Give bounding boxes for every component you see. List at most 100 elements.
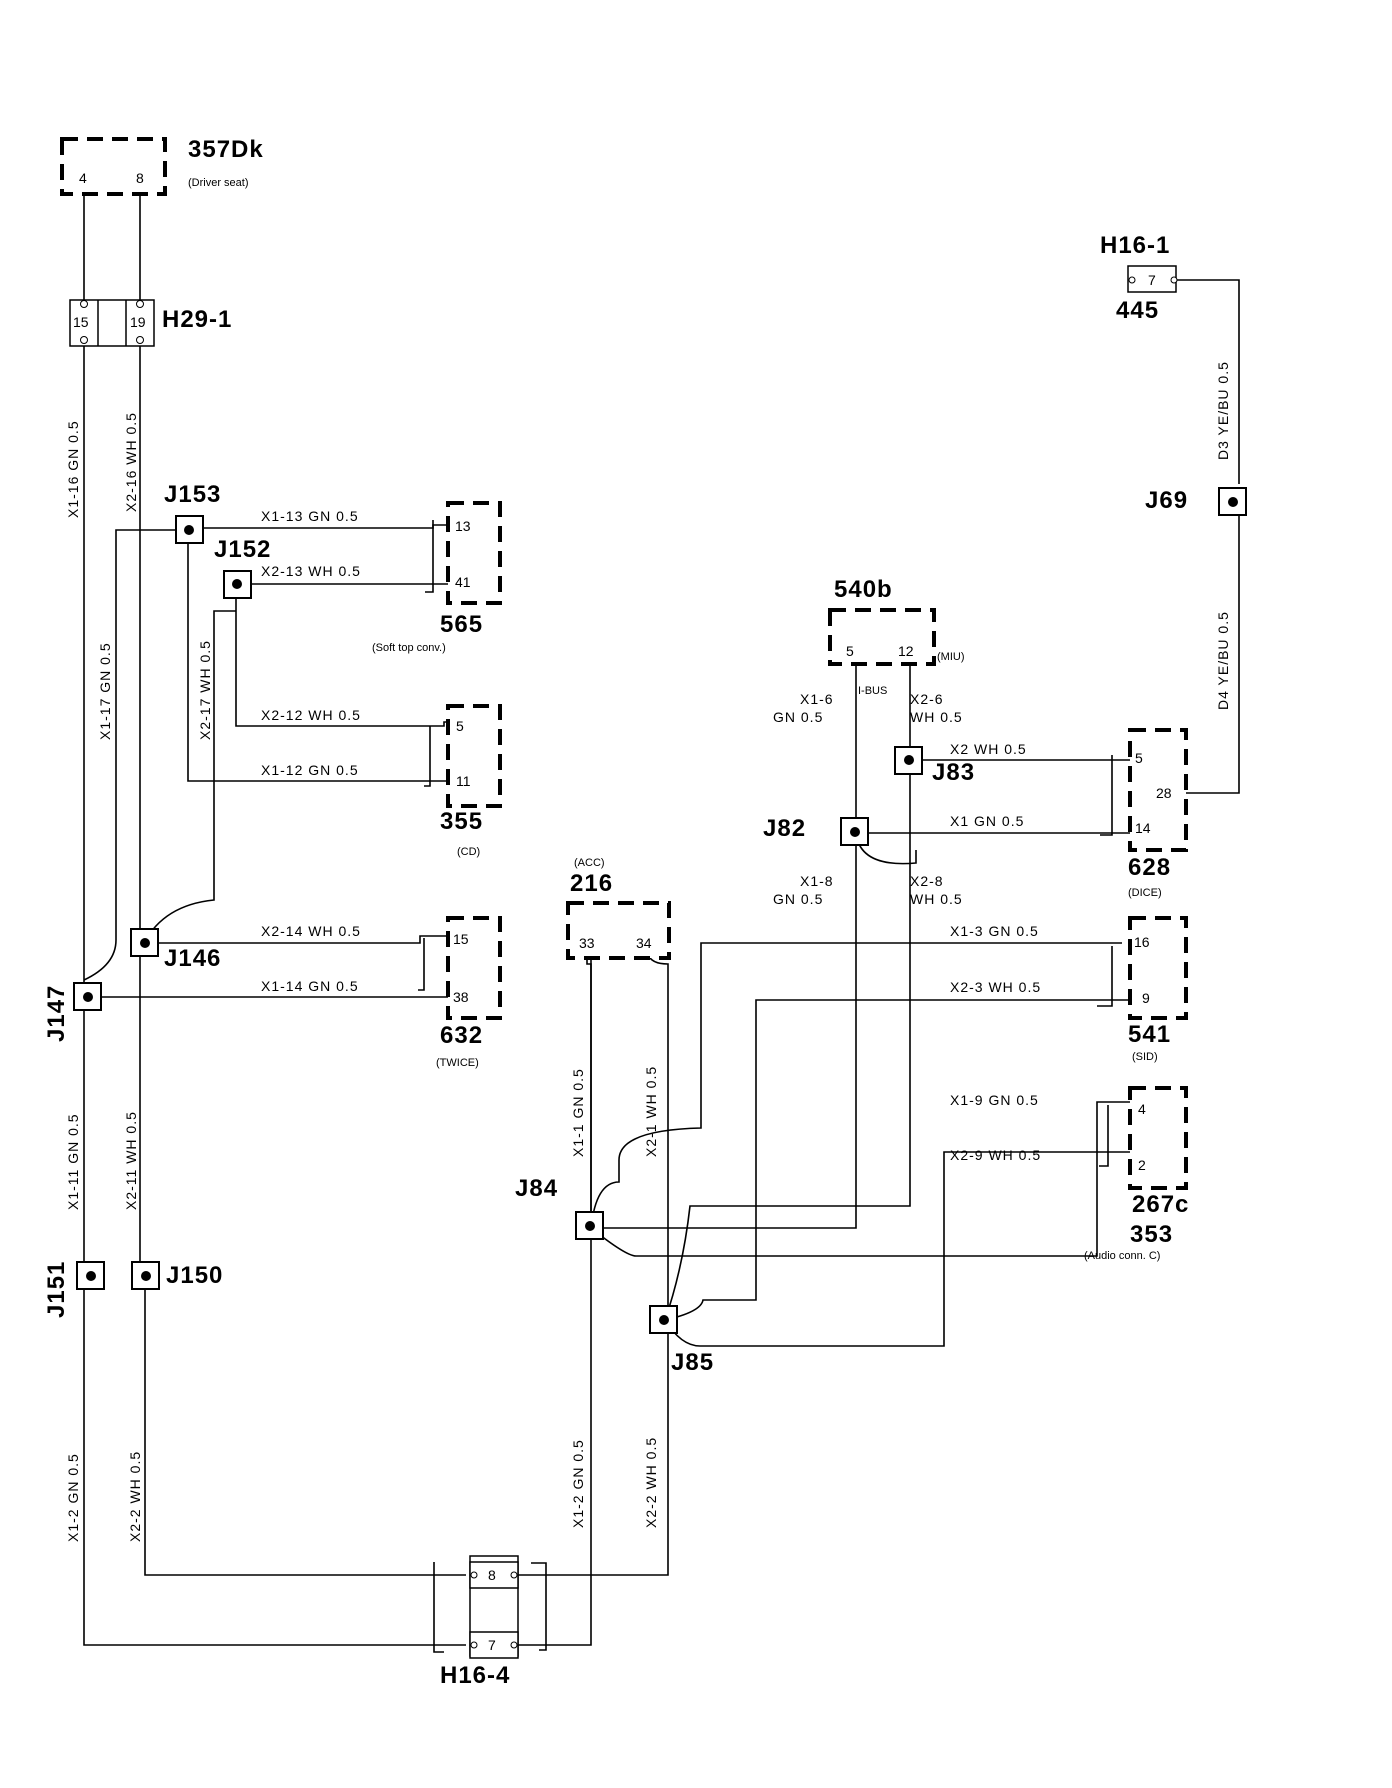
wire-label: GN 0.5 <box>773 709 823 725</box>
junctions: J153 J152 J146 J147 J151 J150 J84 J85 <box>43 481 1247 1376</box>
wire-label: X1-1 GN 0.5 <box>570 1068 586 1157</box>
svg-text:J152: J152 <box>214 536 271 563</box>
connector-sub: 445 <box>1116 297 1159 324</box>
pin-label: 9 <box>1142 990 1150 1006</box>
connector-H16-4: 8 7 H16-4 <box>440 1555 519 1689</box>
component-desc: (DICE) <box>1128 887 1162 899</box>
component-desc: (CD) <box>457 846 480 858</box>
svg-text:J146: J146 <box>164 945 221 972</box>
wire-label: X1-16 GN 0.5 <box>65 420 81 518</box>
junction-J146: J146 <box>130 928 221 972</box>
wire-label: X1-11 GN 0.5 <box>65 1113 81 1210</box>
component-565: 13 41 565 (Soft top conv.) <box>372 501 502 654</box>
pin-label: 7 <box>488 1637 496 1653</box>
wire-label: X1-2 GN 0.5 <box>65 1453 81 1542</box>
wire-label: X1-9 GN 0.5 <box>950 1092 1039 1108</box>
junction-J85: J85 <box>649 1305 714 1376</box>
wire-label: X2 WH 0.5 <box>950 741 1027 757</box>
wire-label: X2-8 <box>910 873 944 889</box>
component-353: 4 2 267c 353 (Audio conn. C) <box>1084 1086 1189 1262</box>
pin-label: 8 <box>136 170 144 186</box>
component-355: 5 11 355 (CD) <box>440 704 502 858</box>
wire-label: GN 0.5 <box>773 891 823 907</box>
wire-label: WH 0.5 <box>910 891 963 907</box>
component-desc: (TWICE) <box>436 1057 479 1069</box>
component-632: 15 38 632 (TWICE) <box>436 916 502 1069</box>
wire-label: D3 YE/BU 0.5 <box>1215 361 1231 460</box>
component-id: 267c <box>1132 1191 1189 1218</box>
svg-text:J69: J69 <box>1145 487 1188 514</box>
svg-text:J153: J153 <box>164 481 221 508</box>
wire-label: X2-2 WH 0.5 <box>127 1451 143 1542</box>
wire-label: X2-13 WH 0.5 <box>261 563 361 579</box>
component-540b: 5 12 540b (MIU) I-BUS <box>828 576 965 697</box>
pin-label: 4 <box>79 170 87 186</box>
wire-label: X2-17 WH 0.5 <box>197 640 213 740</box>
connector-H29-1: 15 19 H29-1 <box>69 299 231 347</box>
wire-label: X1-14 GN 0.5 <box>261 978 359 994</box>
component-357Dk: 4 8 357Dk (Driver seat) <box>60 136 264 196</box>
pin-label: 5 <box>1135 750 1143 766</box>
pin-label: 2 <box>1138 1157 1146 1173</box>
component-541: 16 9 541 (SID) <box>1128 916 1188 1063</box>
component-id: 540b <box>834 576 893 603</box>
svg-text:J151: J151 <box>43 1261 70 1318</box>
pin-label: 15 <box>73 314 89 330</box>
svg-text:J82: J82 <box>763 815 806 842</box>
wire-labels: X1-16 GN 0.5 X2-16 WH 0.5 X1-17 GN 0.5 X… <box>65 361 1231 1542</box>
pin-label: 11 <box>456 773 471 789</box>
pin-label: 5 <box>456 718 464 734</box>
junction-J151: J151 <box>43 1261 105 1318</box>
junction-J83: J83 <box>894 746 975 786</box>
component-628: 5 28 14 628 (DICE) <box>1128 728 1188 899</box>
connector-id: H16-1 <box>1100 232 1170 259</box>
component-desc: (Audio conn. C) <box>1084 1250 1160 1262</box>
wire-label: X1-17 GN 0.5 <box>97 642 113 740</box>
pin-label: 28 <box>1156 785 1172 801</box>
bus-label: I-BUS <box>858 685 887 697</box>
junction-J152: J152 <box>214 536 271 599</box>
junction-J147: J147 <box>43 982 102 1042</box>
pin-label: 19 <box>130 314 146 330</box>
pin-label: 16 <box>1134 934 1150 950</box>
wire-label: X1 GN 0.5 <box>950 813 1024 829</box>
wire-label: X2-6 <box>910 691 944 707</box>
pin-label: 4 <box>1138 1101 1146 1117</box>
component-desc: (SID) <box>1132 1051 1158 1063</box>
svg-text:J85: J85 <box>671 1349 714 1376</box>
connector-H16-1: 7 H16-1 445 <box>1100 232 1178 324</box>
pin-label: 15 <box>453 931 469 947</box>
wire-label: X2-2 WH 0.5 <box>643 1437 659 1528</box>
pin-label: 38 <box>453 989 469 1005</box>
svg-text:J84: J84 <box>515 1175 558 1202</box>
pin-label: 33 <box>579 935 595 951</box>
wire-label: X2-12 WH 0.5 <box>261 707 361 723</box>
wire-label: X2-16 WH 0.5 <box>123 412 139 512</box>
pin-label: 12 <box>898 643 914 659</box>
svg-text:J150: J150 <box>166 1262 223 1289</box>
junction-J69: J69 <box>1145 487 1247 516</box>
wire-label: X1-13 GN 0.5 <box>261 508 359 524</box>
component-desc: (MIU) <box>937 651 965 663</box>
component-id: 357Dk <box>188 136 264 163</box>
wire-label: X2-3 WH 0.5 <box>950 979 1041 995</box>
pin-label: 5 <box>846 643 854 659</box>
pin-label: 13 <box>455 518 471 534</box>
svg-text:J147: J147 <box>43 985 70 1042</box>
wire-label: X1-2 GN 0.5 <box>570 1439 586 1528</box>
component-desc: (Driver seat) <box>188 177 249 189</box>
svg-text:J83: J83 <box>932 759 975 786</box>
pin-label: 7 <box>1148 272 1156 288</box>
connector-id: H16-4 <box>440 1662 510 1689</box>
wire-label: X2-1 WH 0.5 <box>643 1066 659 1157</box>
component-id: 628 <box>1128 854 1171 881</box>
component-id: 355 <box>440 808 483 835</box>
wire-label: D4 YE/BU 0.5 <box>1215 611 1231 710</box>
pin-label: 34 <box>636 935 652 951</box>
junction-J82: J82 <box>763 815 869 846</box>
wire-label: X1-6 <box>800 691 834 707</box>
wire-label: X1-8 <box>800 873 834 889</box>
wire-label: WH 0.5 <box>910 709 963 725</box>
component-id: 216 <box>570 870 613 897</box>
